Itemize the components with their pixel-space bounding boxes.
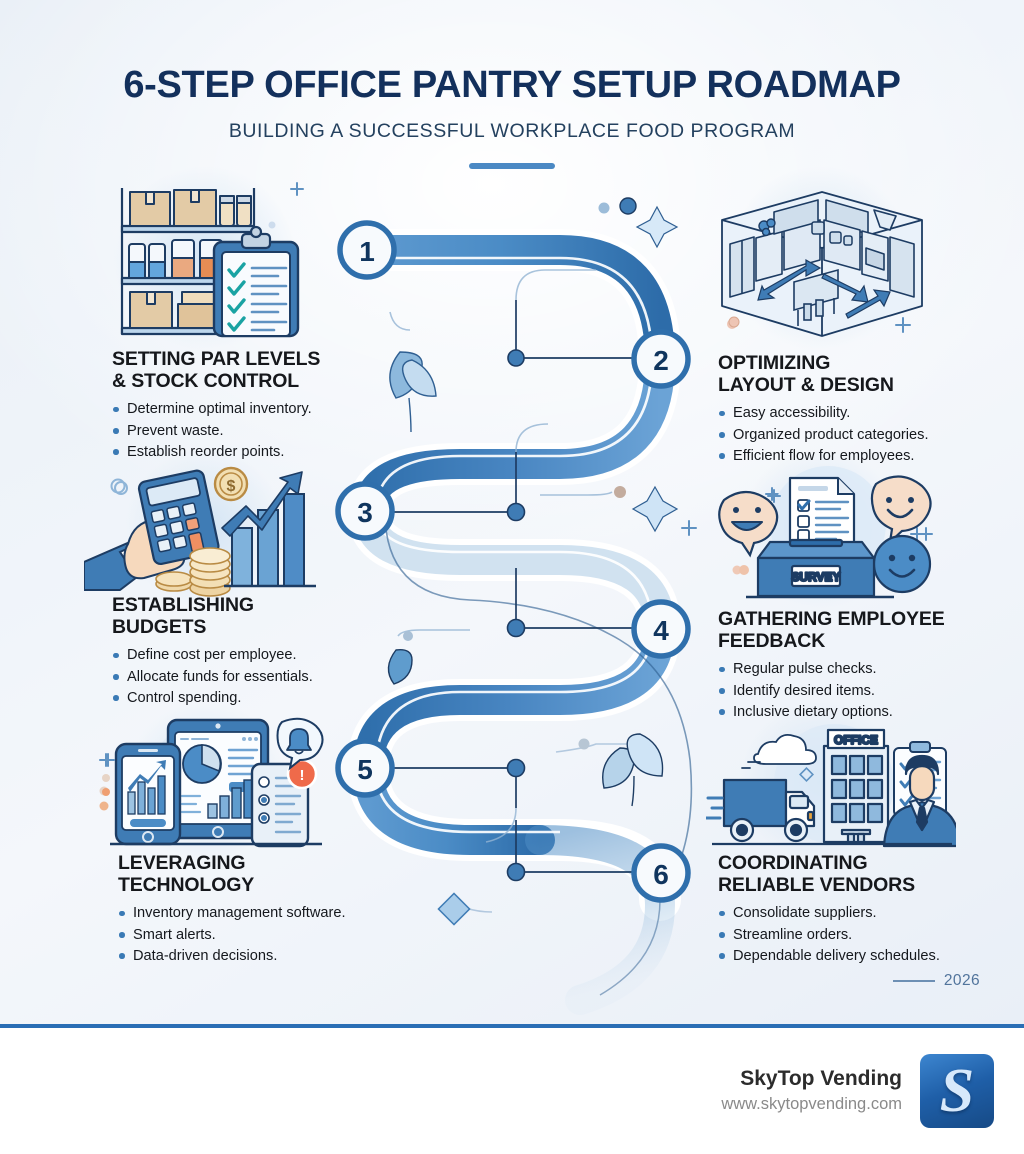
- delivery-truck-office-vendor-illustration: OFFICE: [706, 724, 956, 848]
- brand-block: SkyTop Vending www.skytopvending.com: [721, 1066, 902, 1115]
- page-subtitle: BUILDING A SUCCESSFUL WORKPLACE FOOD PRO…: [228, 119, 796, 142]
- bell-notification-icon: [276, 717, 324, 771]
- list-item: Establish reorder points.: [112, 442, 412, 463]
- step-number-circles: 1 2 3 4 5 6: [335, 220, 691, 903]
- step-1-title: SETTING PAR LEVELS& STOCK CONTROL: [112, 348, 321, 393]
- list-item: Identify desired items.: [718, 681, 1018, 702]
- pantry-shelving-clipboard-illustration: [120, 188, 300, 338]
- list-item: Prevent waste.: [112, 421, 412, 442]
- year-mark: 2026: [892, 972, 980, 990]
- step-5-bullet-list: Inventory management software. Smart ale…: [118, 903, 438, 966]
- leaf-decoration-2: [387, 649, 413, 685]
- list-item: Dependable delivery schedules.: [718, 946, 1018, 967]
- footer-divider: [0, 1024, 1024, 1028]
- office-building-label: OFFICE: [834, 733, 878, 747]
- brand-logo: S: [920, 1054, 994, 1128]
- list-item: Smart alerts.: [118, 925, 438, 946]
- step-3-bullet-list: Define cost per employee. Allocate funds…: [112, 645, 412, 708]
- list-item: Easy accessibility.: [718, 403, 1018, 424]
- list-item: Streamline orders.: [718, 925, 1018, 946]
- title-underline-rule: [469, 162, 555, 169]
- svg-text:6: 6: [653, 859, 669, 890]
- year-mark-dash: [892, 980, 935, 982]
- page-title: 6-STEP OFFICE PANTRY SETUP ROADMAP: [123, 64, 901, 106]
- infographic-canvas: 1 2 3 4 5 6 6-STEP OFFICE PANTRY SETUP R…: [0, 0, 1024, 1024]
- survey-box-label: SURVEY: [791, 570, 840, 584]
- step-4-bullet-list: Regular pulse checks. Identify desired i…: [718, 659, 1018, 722]
- list-item: Organized product categories.: [718, 425, 1018, 446]
- step-1-text-block: SETTING PAR LEVELS& STOCK CONTROL Determ…: [112, 348, 412, 463]
- svg-text:$: $: [227, 478, 236, 495]
- logo-letter: S: [939, 1056, 975, 1125]
- list-item: Allocate funds for essentials.: [112, 667, 412, 688]
- step-6-bullet-list: Consolidate suppliers. Streamline orders…: [718, 903, 1018, 966]
- list-item: Consolidate suppliers.: [718, 903, 1018, 924]
- list-item: Efficient flow for employees.: [718, 446, 1018, 467]
- svg-text:1: 1: [359, 236, 375, 267]
- svg-text:4: 4: [653, 615, 669, 646]
- list-item: Inventory management software.: [118, 903, 438, 924]
- leaf-decoration-1: [389, 351, 437, 433]
- survey-box-smiley-feedback-illustration: SURVEY: [718, 466, 933, 599]
- svg-text:3: 3: [357, 497, 373, 528]
- list-item: Inclusive dietary options.: [718, 702, 1018, 723]
- devices-dashboards-alerts-illustration: !: [101, 717, 324, 848]
- svg-text:2: 2: [653, 345, 669, 376]
- header: 6-STEP OFFICE PANTRY SETUP ROADMAP BUILD…: [0, 0, 1024, 169]
- footer: SkyTop Vending www.skytopvending.com S: [0, 1028, 1024, 1154]
- list-item: Regular pulse checks.: [718, 659, 1018, 680]
- isometric-kitchen-layout-illustration: [721, 191, 923, 337]
- brand-name: SkyTop Vending: [740, 1067, 902, 1091]
- brand-url[interactable]: www.skytopvending.com: [721, 1095, 902, 1114]
- year-mark-label: 2026: [943, 972, 980, 989]
- calculator-coins-growth-chart-illustration: $: [84, 466, 316, 597]
- svg-text:5: 5: [357, 754, 373, 785]
- cloud-icon: [753, 733, 817, 765]
- step-2-bullet-list: Easy accessibility. Organized product ca…: [718, 403, 1018, 466]
- svg-text:!: !: [300, 767, 305, 784]
- list-item: Data-driven decisions.: [118, 946, 438, 967]
- list-item: Define cost per employee.: [112, 645, 412, 666]
- list-item: Determine optimal inventory.: [112, 399, 412, 420]
- list-item: Control spending.: [112, 688, 412, 709]
- leaf-decoration-3: [602, 733, 664, 807]
- step-1-bullet-list: Determine optimal inventory. Prevent was…: [112, 399, 412, 462]
